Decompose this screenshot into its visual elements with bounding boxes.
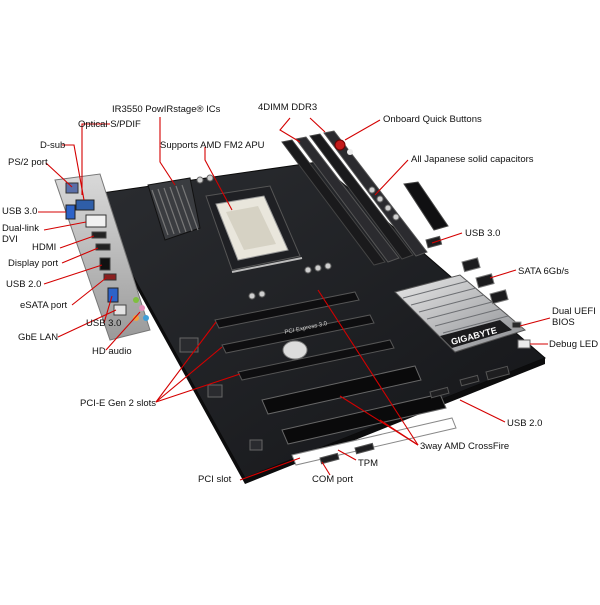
label-com: COM port: [312, 474, 354, 485]
rear-io-panel: [54, 173, 151, 341]
label-usb3-bottom: USB 3.0: [86, 318, 122, 329]
leader-gbe: [57, 309, 117, 338]
label-usb2-right: USB 2.0: [507, 418, 543, 429]
ps2-port: [65, 182, 79, 194]
leader-usb3-bottom: [103, 295, 113, 324]
label-tpm: TPM: [358, 458, 379, 469]
pcie-slot-x16-second: [281, 393, 447, 445]
sata-ports: [461, 257, 509, 305]
vrm-heatsink: [147, 177, 201, 241]
audio-jack-4: [133, 315, 139, 321]
leader-com: [321, 461, 331, 476]
leader-hdmi: [59, 235, 95, 249]
board-headers: [319, 235, 510, 465]
onboard-quick-button-2: [347, 149, 353, 155]
leader-sata: [489, 269, 517, 279]
label-quick-buttons: Onboard Quick Buttons: [383, 114, 482, 125]
socket-lever: [231, 257, 303, 273]
label-dsub: D-sub: [40, 140, 66, 151]
pcie-slot-x16-main: [261, 365, 422, 415]
audio-jack-2: [139, 305, 145, 311]
leader-dual-uefi: [519, 317, 551, 327]
dsub-port: [75, 199, 95, 211]
leader-dimm-2: [309, 117, 326, 133]
leader-pcie-gen2: [155, 346, 223, 403]
leader-usb2-right: [459, 399, 506, 423]
label-ps2: PS/2 port: [8, 157, 48, 168]
label-usb3-left: USB 3.0: [2, 206, 38, 217]
usb2-ports: [99, 257, 111, 271]
leader-usb3-right: [431, 232, 463, 244]
label-dimm: 4DIMM DDR3: [258, 102, 318, 113]
cpu-socket-inner: [226, 206, 276, 250]
label-gbe: GbE LAN: [18, 332, 59, 343]
pcie-slot-3: [237, 339, 395, 381]
leader-pcie-gen2-c: [155, 321, 217, 403]
debug-led: [517, 339, 531, 349]
esata-port: [103, 273, 117, 281]
atx-power-connector: [403, 181, 449, 231]
usb3-ports-top: [65, 204, 76, 220]
gbe-lan-port: [113, 304, 127, 316]
leader-crossfire-c: [379, 419, 419, 446]
rear-io-ports: [65, 182, 149, 321]
label-pci: PCI slot: [198, 474, 232, 485]
leader-lines: [38, 117, 551, 481]
chipset-brand-plate: [440, 320, 512, 348]
chipset-heatsink-fins: [402, 280, 509, 334]
hdmi-port: [91, 231, 107, 239]
pcie-slots: [214, 291, 447, 445]
audio-jack-1: [133, 297, 139, 303]
leader-esata: [71, 277, 107, 306]
pcie-slot-1: [214, 291, 360, 329]
leader-tpm: [337, 449, 357, 461]
leader-displayport: [61, 247, 99, 264]
displayport-port: [95, 243, 111, 251]
label-pcie-gen2: PCI-E Gen 2 slots: [80, 398, 157, 409]
label-dual-uefi: Dual UEFI BIOS: [552, 306, 596, 328]
usb3-ports-bottom: [107, 287, 119, 303]
label-esata: eSATA port: [20, 300, 68, 311]
pci-slot: [291, 417, 457, 466]
leader-apu: [204, 147, 233, 211]
cmos-battery: [282, 340, 308, 360]
leader-ir3550: [159, 117, 176, 186]
label-usb2-left: USB 2.0: [6, 279, 42, 290]
dimm-slots: [281, 130, 428, 266]
label-crossfire: 3way AMD CrossFire: [420, 441, 510, 452]
leader-crossfire: [317, 289, 419, 446]
label-ir3550: IR3550 PowIRstage® ICs: [112, 104, 221, 115]
board-chips: [179, 337, 263, 451]
bios-chip: [511, 321, 522, 329]
leader-pcie-gen2-b: [155, 373, 241, 403]
leader-dvi: [43, 221, 87, 231]
label-dvi: Dual-link DVI: [2, 223, 39, 245]
leader-hd-audio: [105, 311, 141, 351]
leader-capacitors: [374, 159, 409, 196]
label-hd-audio: HD audio: [92, 346, 132, 357]
pcie-slot-2: [221, 314, 375, 354]
label-displayport: Display port: [8, 258, 59, 269]
leader-optical: [81, 123, 110, 195]
vrm-heatsink-fins: [151, 184, 199, 236]
leader-ps2: [45, 162, 73, 188]
label-hdmi: HDMI: [32, 242, 57, 253]
leader-usb2-left: [43, 264, 103, 285]
dvi-port: [85, 214, 107, 228]
label-debug: Debug LED: [549, 339, 599, 350]
label-usb3-right: USB 3.0: [465, 228, 501, 239]
leader-dsub: [62, 144, 85, 201]
solid-capacitors: [196, 174, 400, 300]
label-capacitors: All Japanese solid capacitors: [411, 154, 534, 165]
leader-dimm: [279, 117, 301, 143]
label-optical: Optical S/PDIF: [78, 119, 141, 130]
onboard-quick-button: [334, 139, 346, 151]
leader-pci: [239, 457, 301, 481]
leader-quick-buttons: [344, 119, 381, 141]
label-apu: Supports AMD FM2 APU: [160, 140, 265, 151]
audio-jack-3: [143, 315, 149, 321]
label-sata: SATA 6Gb/s: [518, 266, 569, 277]
